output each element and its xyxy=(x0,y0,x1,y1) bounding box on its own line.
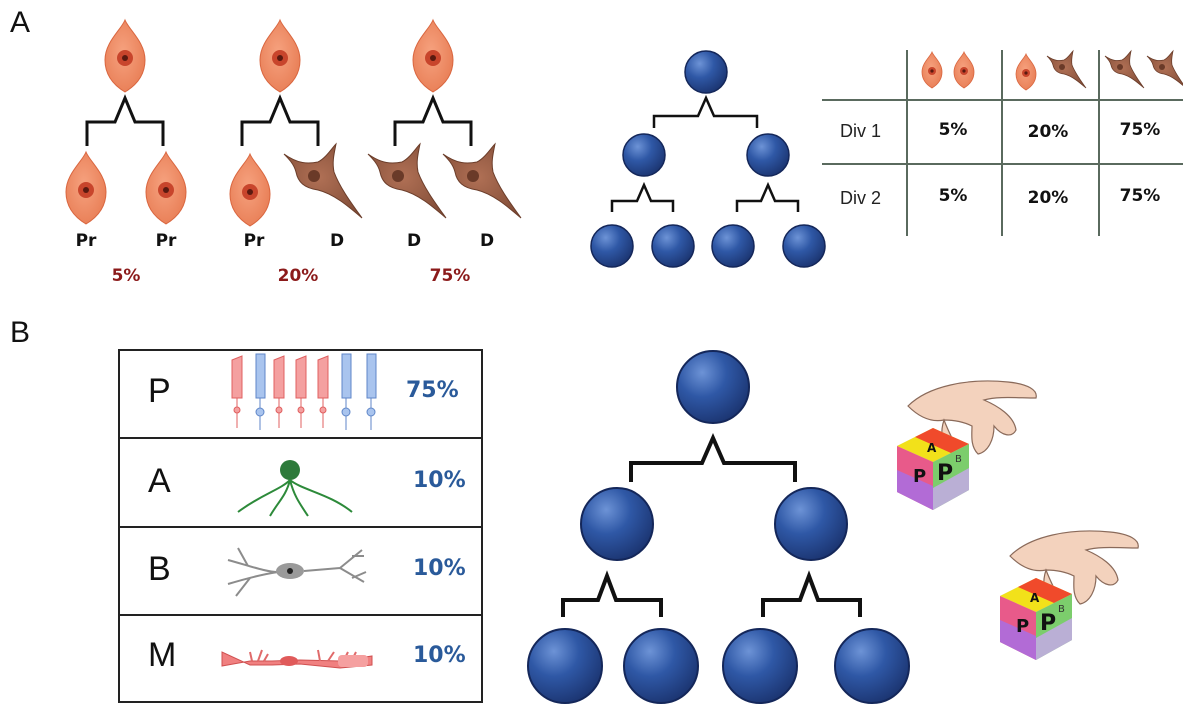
header-progenitor-icon xyxy=(953,51,975,89)
leaf-sphere xyxy=(722,628,798,704)
cell-class-percent: 10% xyxy=(413,556,466,581)
daughter-differentiated-cell xyxy=(283,143,363,219)
tree-bracket-level-2 xyxy=(610,181,675,212)
mother-progenitor-cell-2 xyxy=(259,19,301,93)
panel-a-lineage-tree xyxy=(590,50,826,268)
tree-bracket-level-2 xyxy=(735,181,800,212)
table-cell: 75% xyxy=(1119,120,1161,140)
header-progenitor-icon xyxy=(921,51,943,89)
daughter-differentiated-cell xyxy=(442,143,522,219)
table-cell: 5% xyxy=(938,120,968,140)
hand-rolling-dice-illustration-2 xyxy=(995,523,1139,663)
panel-b-table xyxy=(118,349,483,703)
cell-class-letter: B xyxy=(148,550,171,588)
table-cell: 20% xyxy=(1027,188,1069,208)
mother-progenitor-cell-3 xyxy=(412,19,454,93)
table-cell: 20% xyxy=(1027,122,1069,142)
division-bracket-1 xyxy=(85,94,165,146)
header-differentiated-icon xyxy=(1104,50,1145,89)
photoreceptor-cells-icon xyxy=(231,353,377,430)
table-cell: 75% xyxy=(1119,186,1161,206)
daughter-progenitor-cell xyxy=(145,151,187,225)
table-cell: 5% xyxy=(938,186,968,206)
outcome-percent: 75% xyxy=(429,266,471,286)
tree-bracket-level-2 xyxy=(761,570,862,617)
table-row-label: Div 2 xyxy=(840,188,882,208)
cell-class-letter: A xyxy=(148,462,171,500)
cell-type-label: D xyxy=(406,231,422,251)
root-sphere xyxy=(684,50,728,94)
table-row-label: Div 1 xyxy=(840,121,882,141)
panel-b-lineage-tree xyxy=(527,350,910,704)
muller-glia-icon xyxy=(221,649,373,669)
header-differentiated-icon xyxy=(1146,50,1183,89)
cell-type-label: D xyxy=(479,231,495,251)
leaf-sphere xyxy=(651,224,695,268)
cell-type-label: Pr xyxy=(243,231,265,251)
hand-rolling-dice-illustration-1 xyxy=(893,373,1037,513)
daughter-progenitor-cell xyxy=(229,153,271,227)
outcome-symmetric-proliferative xyxy=(65,19,187,225)
cell-class-percent: 10% xyxy=(413,643,466,668)
tree-bracket-level-2 xyxy=(561,570,663,617)
outcome-percent: 5% xyxy=(111,266,141,286)
cell-type-label: D xyxy=(329,231,345,251)
outcome-symmetric-differentiative xyxy=(367,19,522,219)
leaf-sphere xyxy=(527,628,603,704)
leaf-sphere xyxy=(834,628,910,704)
cell-type-label: Pr xyxy=(155,231,177,251)
leaf-sphere xyxy=(590,224,634,268)
division-bracket-2 xyxy=(240,94,320,146)
cell-class-letter: M xyxy=(148,636,177,674)
cell-class-letter: P xyxy=(148,372,171,410)
tree-bracket-level-1 xyxy=(652,94,759,128)
amacrine-cell-icon xyxy=(237,460,353,517)
panel-a-letter: A xyxy=(10,6,31,39)
tree-bracket-level-1 xyxy=(629,433,797,482)
cell-type-label: Pr xyxy=(75,231,97,251)
panel-a-outcomes xyxy=(65,19,522,227)
daughter-progenitor-cell xyxy=(65,151,107,225)
level-1-sphere xyxy=(774,487,848,561)
mother-progenitor-cell-1 xyxy=(104,19,146,93)
outcome-percent: 20% xyxy=(277,266,319,286)
bipolar-cell-icon xyxy=(227,547,367,597)
daughter-differentiated-cell xyxy=(367,143,447,219)
level-1-sphere xyxy=(580,487,654,561)
root-sphere xyxy=(676,350,750,424)
header-differentiated-icon xyxy=(1046,50,1087,89)
leaf-sphere xyxy=(623,628,699,704)
panel-a-table xyxy=(822,50,1183,236)
level-1-sphere xyxy=(746,133,790,177)
cell-class-percent: 10% xyxy=(413,468,466,493)
division-bracket-3 xyxy=(393,94,473,146)
leaf-sphere xyxy=(711,224,755,268)
header-progenitor-icon xyxy=(1015,53,1037,91)
cell-class-percent: 75% xyxy=(406,378,459,403)
leaf-sphere xyxy=(782,224,826,268)
level-1-sphere xyxy=(622,133,666,177)
panel-b-letter: B xyxy=(10,316,31,349)
outcome-asymmetric xyxy=(229,19,363,227)
